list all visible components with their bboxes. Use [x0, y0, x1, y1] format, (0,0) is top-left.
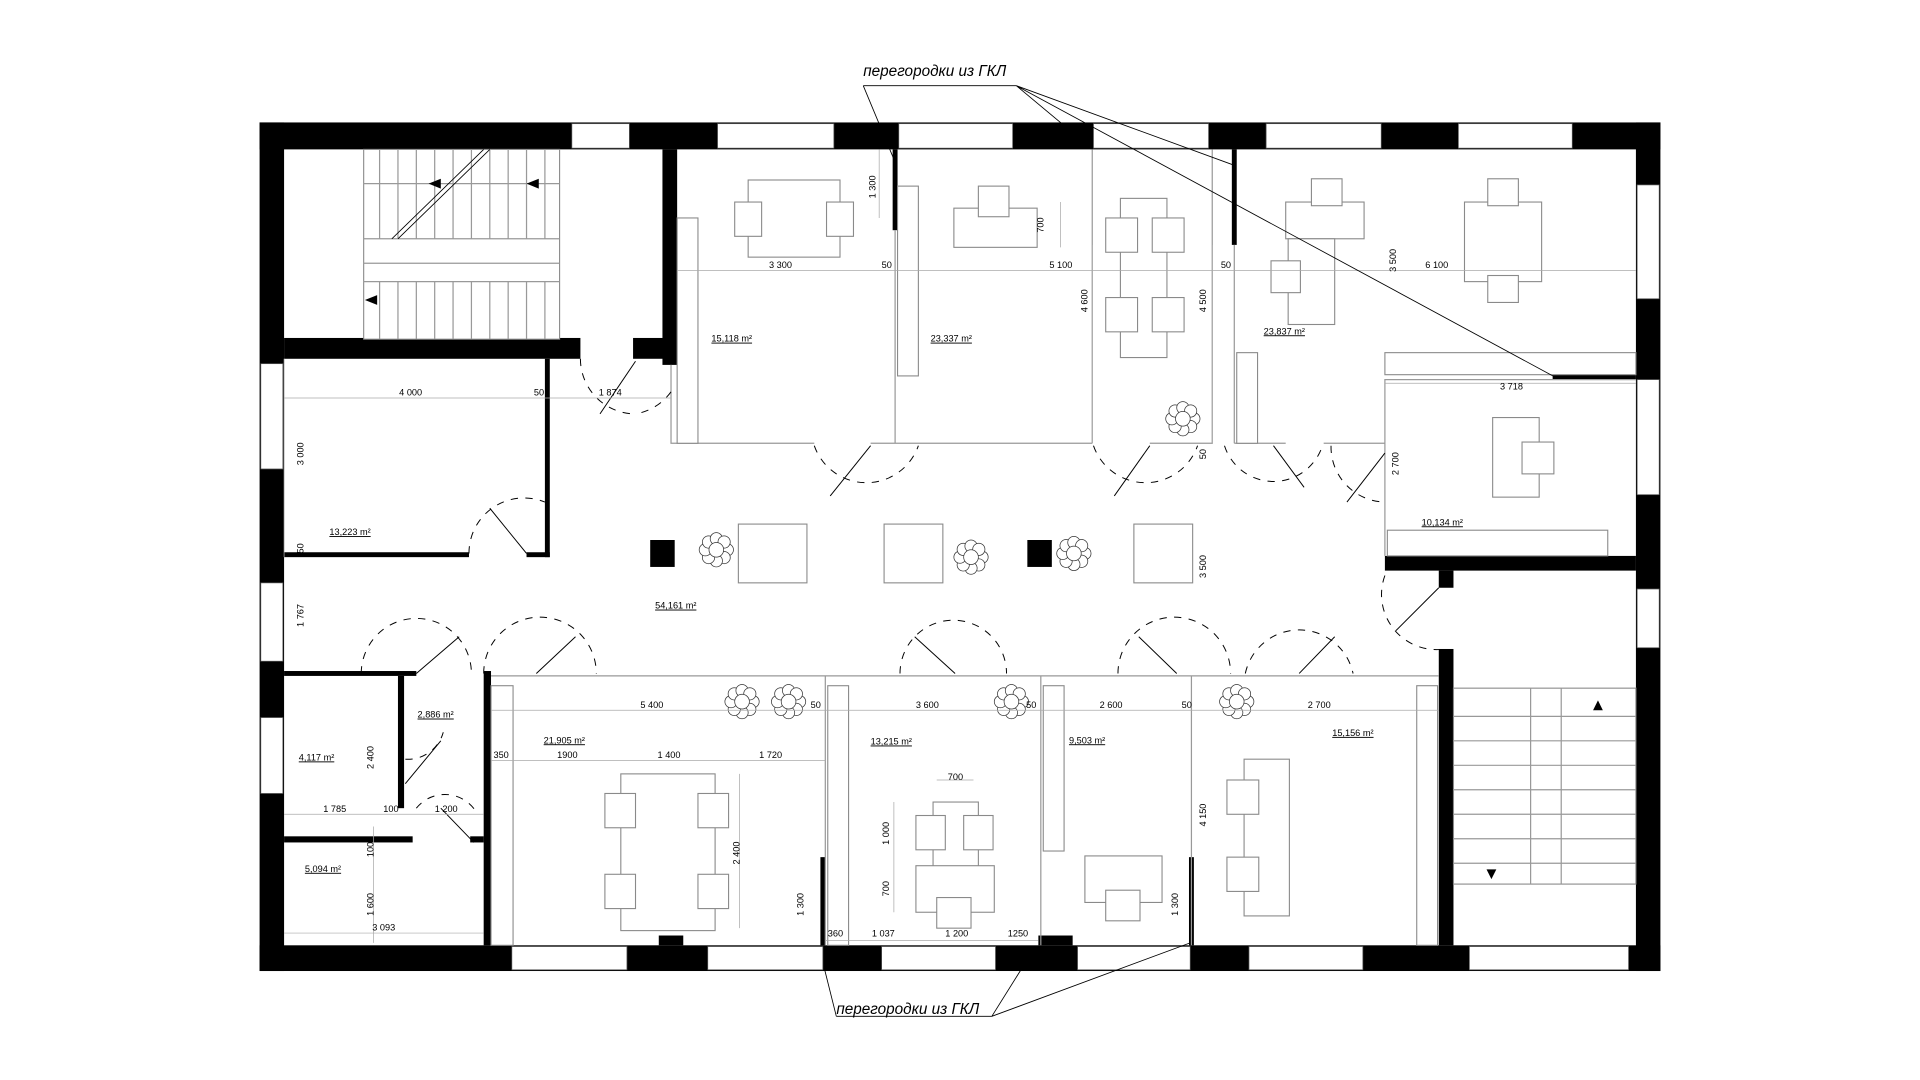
dimension-label: 1 000 [881, 822, 891, 845]
dimension-label: 700 [1035, 217, 1045, 232]
plant-icon [698, 532, 734, 568]
dimension-label: 5 400 [640, 700, 663, 710]
staircase-top [363, 148, 561, 340]
room-area: 5,094 m² [305, 864, 341, 874]
furniture [604, 178, 1555, 932]
doors [360, 358, 1445, 843]
dimension-lines [283, 149, 1636, 943]
dimension-label: 2 400 [365, 746, 375, 769]
plant-icon [1165, 401, 1201, 437]
dimension-label: 1 767 [296, 604, 306, 627]
dimension-label: 2 700 [1308, 700, 1331, 710]
dimension-label: 3 093 [372, 923, 395, 933]
room-area: 9,503 m² [1069, 735, 1105, 745]
room-area: 4,117 m² [299, 752, 335, 762]
plant-icon [1056, 535, 1092, 571]
dimension-label: 1 600 [365, 893, 375, 916]
room-area: 23,837 m² [1264, 326, 1305, 336]
dimension-label: 50 [1182, 700, 1192, 710]
dimension-label: 6 100 [1425, 260, 1448, 270]
dimension-label: 2 600 [1100, 700, 1123, 710]
dimension-label: 1 300 [795, 893, 805, 916]
room-area: 13,215 m² [871, 736, 912, 746]
room-area: 54,161 m² [655, 601, 696, 611]
dimension-label: 1 200 [945, 929, 968, 939]
dimension-label: 50 [882, 260, 892, 270]
dimension-label: 2 400 [732, 842, 742, 865]
plant-icon [724, 684, 760, 720]
dimension-label: 4 600 [1079, 289, 1089, 312]
partition-note-top: перегородки из ГКЛ [863, 63, 1006, 80]
dimension-label: 1 037 [872, 929, 895, 939]
dimension-labels: 3 300 50 5 100 50 6 100 1 300 700 4 600 4 500 3 5… [296, 175, 1523, 938]
room-area: 23,337 m² [931, 334, 972, 344]
dimension-label: 50 [1198, 449, 1208, 459]
dimension-label: 5 100 [1049, 260, 1072, 270]
dimension-label: 3 000 [296, 442, 306, 465]
dimension-label: 3 718 [1500, 381, 1523, 391]
dimension-label: 4 150 [1198, 804, 1208, 827]
room-area: 13,223 m² [329, 527, 370, 537]
room-areas: 15,118 m² 23,337 m² 23,837 m² 13,223 m² … [299, 326, 1463, 874]
dimension-label: 50 [811, 700, 821, 710]
dimension-label: 1 720 [759, 750, 782, 760]
room-area: 15,118 m² [711, 334, 752, 344]
dimension-label: 360 [828, 929, 843, 939]
plant-icon [953, 539, 989, 575]
dimension-label: 3 500 [1388, 249, 1398, 272]
dimension-label: 1 874 [599, 388, 622, 398]
dimension-label: 100 [383, 804, 398, 814]
dimension-label: 4 500 [1198, 289, 1208, 312]
room-area: 21,905 m² [544, 735, 585, 745]
dimension-label: 1900 [557, 750, 577, 760]
dimension-label: 350 [493, 750, 508, 760]
room-area: 2,886 m² [418, 710, 454, 720]
dimension-label: 1 785 [323, 804, 346, 814]
partition-note-bottom: перегородки из ГКЛ [836, 1001, 979, 1018]
plant-icon [771, 684, 807, 720]
dimension-label: 50 [296, 543, 306, 553]
dimension-label: 1 200 [435, 804, 458, 814]
lounge-furniture [650, 523, 1194, 584]
dimension-label: 700 [948, 772, 963, 782]
dimension-label: 1 300 [1170, 893, 1180, 916]
plants [698, 401, 1255, 720]
dimension-label: 700 [881, 881, 891, 896]
dimension-label: 100 [365, 842, 375, 857]
dimension-label: 1250 [1008, 929, 1028, 939]
room-area: 10,134 m² [1422, 517, 1463, 527]
dimension-label: 3 300 [769, 260, 792, 270]
room-area: 15,156 m² [1332, 728, 1373, 738]
windows [260, 123, 1660, 971]
dimension-label: 2 700 [1390, 452, 1400, 475]
staircase-bottom [1452, 687, 1637, 885]
dimension-label: 50 [1026, 700, 1036, 710]
note-leaders [823, 85, 1556, 1017]
dimension-label: 1 300 [868, 175, 878, 198]
dimension-label: 50 [534, 388, 544, 398]
plant-icon [993, 684, 1029, 720]
dimension-label: 3 600 [916, 700, 939, 710]
dimension-label: 50 [1221, 260, 1231, 270]
storage-cabinets [490, 185, 1637, 946]
dimension-label: 4 000 [399, 388, 422, 398]
plant-icon [1219, 684, 1255, 720]
interior-walls [284, 149, 1636, 946]
dimension-label: 3 500 [1198, 555, 1208, 578]
dimension-label: 1 400 [658, 750, 681, 760]
